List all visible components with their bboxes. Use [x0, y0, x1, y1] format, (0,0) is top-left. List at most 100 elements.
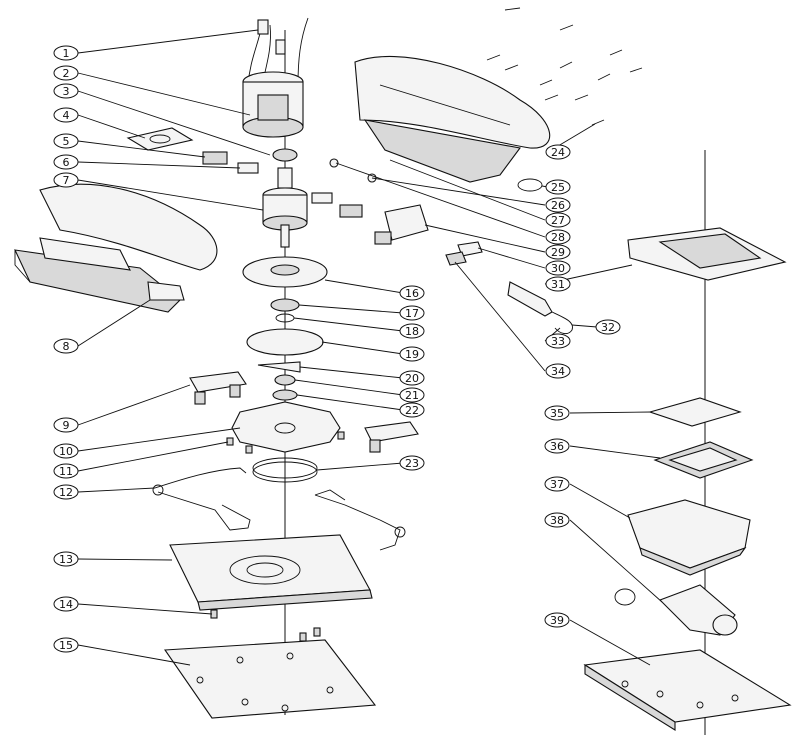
callout-number: 8 — [63, 340, 70, 353]
part-16-fan — [242, 256, 328, 288]
callout-bubble — [53, 172, 79, 188]
part-14-screws — [210, 609, 321, 642]
callout-bubble — [545, 333, 571, 349]
callout-bubble — [53, 338, 79, 354]
callout-number: 15 — [59, 639, 73, 652]
callout-2: 2 — [53, 65, 79, 81]
callout-number: 20 — [405, 372, 419, 385]
part-9-bracket-right — [364, 421, 419, 453]
part-29-switch — [374, 204, 429, 245]
callout-bubble — [545, 197, 571, 213]
part-4-pad-hole — [149, 134, 171, 144]
callout-22: 22 — [399, 402, 425, 418]
housing-half — [354, 55, 551, 183]
callout-number: 25 — [551, 181, 565, 194]
callout-number: 30 — [551, 262, 565, 275]
callout-15: 15 — [53, 637, 79, 653]
callout-35: 35 — [544, 405, 570, 421]
callout-bubble — [545, 229, 571, 245]
callout-bubble — [53, 443, 79, 459]
callout-number: 5 — [63, 135, 70, 148]
callout-7: 7 — [53, 172, 79, 188]
callout-number: 12 — [59, 486, 73, 499]
callout-number: 10 — [59, 445, 73, 458]
callout-number: 9 — [63, 419, 70, 432]
part-37-dust-box — [627, 499, 751, 576]
callout-1: 1 — [53, 45, 79, 61]
callout-bubble — [545, 244, 571, 260]
callout-27: 27 — [545, 212, 571, 228]
callout-number: 27 — [551, 214, 565, 227]
callout-number: 38 — [550, 514, 564, 527]
spring-dot — [329, 158, 339, 168]
callout-38: 38 — [544, 512, 570, 528]
callout-bubble — [53, 596, 79, 612]
leader-lines — [77, 29, 663, 666]
callout-number: 39 — [550, 614, 564, 627]
callout-36: 36 — [544, 438, 570, 454]
callout-28: 28 — [545, 229, 571, 245]
callout-bubble — [53, 463, 79, 479]
callout-39: 39 — [544, 612, 570, 628]
callout-number: 19 — [405, 348, 419, 361]
callout-14: 14 — [53, 596, 79, 612]
callout-16: 16 — [399, 285, 425, 301]
callout-number: 6 — [63, 156, 70, 169]
callout-13: 13 — [53, 551, 79, 567]
part-2-stator — [242, 71, 304, 138]
callout-bubble — [399, 387, 425, 403]
part-5-brush — [202, 151, 228, 165]
callout-bubble — [53, 133, 79, 149]
callout-8: 8 — [53, 338, 79, 354]
callout-number: 18 — [405, 325, 419, 338]
part-20-counterweight — [257, 361, 301, 373]
callout-bubble — [544, 476, 570, 492]
callout-bubble — [399, 370, 425, 386]
callout-9: 9 — [53, 417, 79, 433]
callout-21: 21 — [399, 387, 425, 403]
callout-bubble — [399, 346, 425, 362]
callout-number: 22 — [405, 404, 419, 417]
part-36-frame — [653, 441, 754, 479]
part-38-adapter — [614, 584, 738, 636]
callout-bubble — [544, 438, 570, 454]
part-11-screws — [226, 431, 345, 454]
part-15-sanding-paper — [163, 639, 377, 719]
part-9-bracket — [189, 371, 247, 405]
part-19-blade — [246, 328, 324, 356]
callout-34: 34 — [545, 363, 571, 379]
part-22-bearing — [272, 389, 298, 401]
callout-30: 30 — [545, 260, 571, 276]
callout-number: 29 — [551, 246, 565, 259]
part-39-base — [583, 649, 792, 731]
callout-bubble — [53, 83, 79, 99]
part-34-connector — [445, 251, 467, 266]
callout-18: 18 — [399, 323, 425, 339]
part-13-base — [169, 534, 373, 611]
part-6-brush — [237, 162, 259, 174]
part-21-nut — [274, 374, 296, 386]
callout-11: 11 — [53, 463, 79, 479]
part-12-clamp-springs — [152, 467, 406, 551]
callout-number: 26 — [551, 199, 565, 212]
callout-bubble — [545, 212, 571, 228]
part-32-cord — [507, 281, 573, 335]
callout-bubble — [53, 637, 79, 653]
part-23-ring-inner — [252, 457, 318, 479]
callout-number: 36 — [550, 440, 564, 453]
part-6-brush-right — [311, 192, 333, 204]
callout-bubble — [399, 455, 425, 471]
part-23-ring — [252, 461, 318, 483]
callout-4: 4 — [53, 107, 79, 123]
callout-number: 17 — [405, 307, 419, 320]
callout-bubble — [545, 179, 571, 195]
part-17-bearing — [270, 298, 300, 312]
callout-25: 25 — [545, 179, 571, 195]
callout-31: 31 — [545, 276, 571, 292]
callout-23: 23 — [399, 455, 425, 471]
part-10-plate — [231, 401, 341, 453]
callout-number: 3 — [63, 85, 70, 98]
callout-number: 16 — [405, 287, 419, 300]
callout-bubble — [53, 45, 79, 61]
